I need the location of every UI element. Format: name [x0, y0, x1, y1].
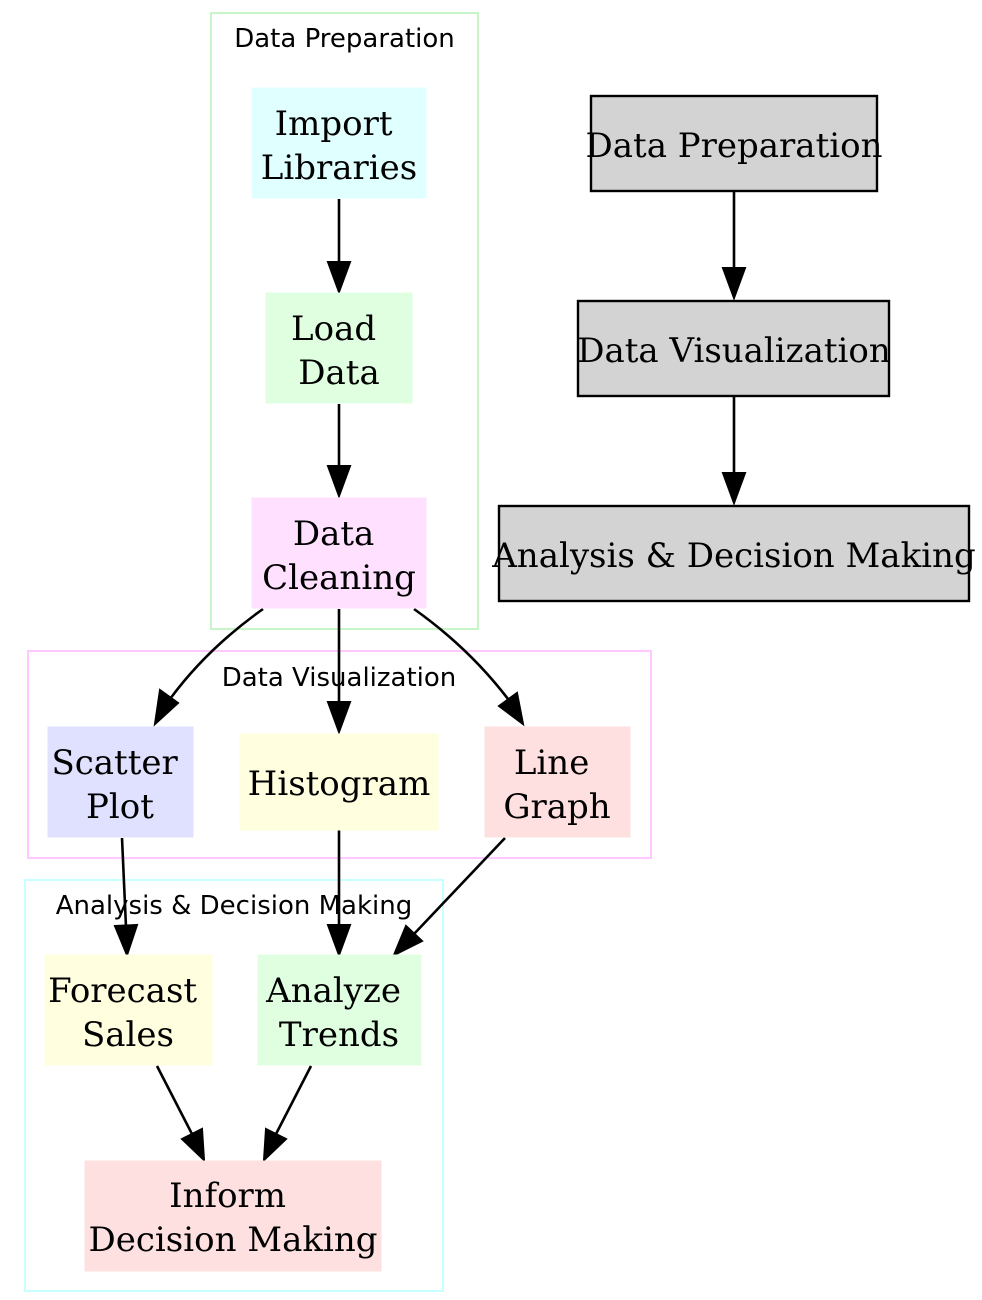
node-label: Histogram	[248, 764, 431, 804]
node-label: Plot	[86, 787, 154, 827]
node-label: Data	[298, 353, 379, 393]
svg-text:Load Data: Load Data	[291, 309, 387, 393]
node-line-graph: Line Graph	[484, 726, 631, 838]
cluster-data-preparation: Data Preparation	[210, 12, 479, 630]
svg-text:Scatter Plot: Scatter Plot	[51, 743, 188, 827]
node-label: Import	[275, 104, 393, 144]
cluster-analysis-decision-making: Analysis & Decision Making	[24, 879, 444, 1292]
svg-text:Data Cleaning: Data Cleaning	[262, 514, 416, 598]
svg-text:Import Libraries: Import Libraries	[261, 104, 417, 188]
node-label: Forecast	[48, 971, 197, 1011]
svg-text:Analyze Trends: Analyze Trends	[265, 971, 412, 1055]
summary-label: Analysis & Decision Making	[491, 536, 975, 576]
node-analyze-trends: Analyze Trends	[257, 954, 422, 1066]
node-label: Sales	[82, 1015, 174, 1055]
node-import-libraries: Import Libraries	[251, 87, 427, 199]
node-label: Decision Making	[88, 1220, 377, 1260]
node-forecast-sales: Forecast Sales	[44, 954, 213, 1066]
svg-text:Line Graph: Line Graph	[503, 743, 610, 827]
summary-node-analysis-decision-making: Analysis & Decision Making	[491, 504, 976, 603]
node-label: Libraries	[261, 148, 417, 188]
svg-text:Inform Decision Making: Inform Decision Making	[88, 1176, 377, 1260]
node-label: Line	[514, 743, 589, 783]
node-label: Load	[291, 309, 376, 349]
node-data-cleaning: Data Cleaning	[251, 497, 427, 609]
node-inform-decision-making: Inform Decision Making	[84, 1160, 382, 1272]
node-label: Cleaning	[262, 558, 416, 598]
edges	[113, 192, 747, 1163]
node-label: Analyze	[265, 971, 401, 1011]
summary-node-data-visualization: Data Visualization	[576, 299, 891, 398]
node-label: Data	[293, 514, 374, 554]
node-histogram: Histogram	[239, 733, 439, 831]
node-label: Graph	[503, 787, 610, 827]
node-label: Inform	[169, 1176, 286, 1216]
node-scatter-plot: Scatter Plot	[47, 726, 194, 838]
node-label: Trends	[279, 1015, 399, 1055]
svg-text:Forecast Sales: Forecast Sales	[48, 971, 208, 1055]
summary-label: Data Visualization	[577, 331, 891, 371]
cluster-label-analysis-decision-making: Analysis & Decision Making	[56, 891, 413, 921]
node-label: Scatter	[51, 743, 178, 783]
summary-label: Data Preparation	[586, 126, 883, 166]
summary-node-data-preparation: Data Preparation	[586, 94, 883, 193]
node-load-data: Load Data	[265, 292, 413, 404]
cluster-label-data-preparation: Data Preparation	[234, 24, 455, 54]
